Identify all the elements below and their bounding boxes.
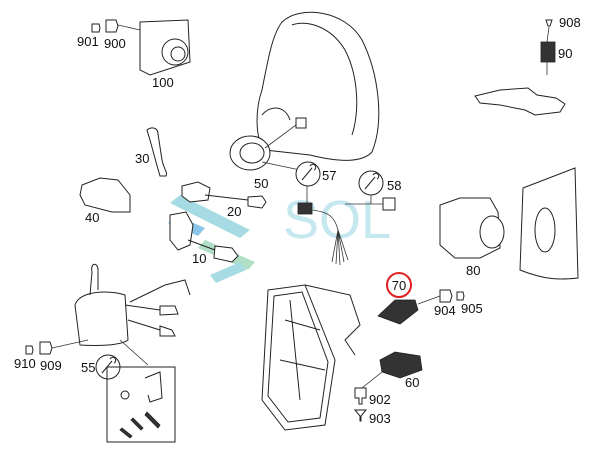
label-70: 70: [391, 277, 407, 293]
part-90-switch[interactable]: [540, 19, 556, 75]
bracket: [474, 87, 566, 116]
label-40: 40: [85, 210, 100, 225]
part-40-switch-module[interactable]: [79, 177, 131, 213]
label-60: 60: [405, 375, 420, 390]
trim-panel: [519, 167, 579, 280]
connector-902: [354, 387, 367, 405]
label-909: 909: [40, 358, 62, 373]
label-50: 50: [254, 176, 269, 191]
part-60-switch[interactable]: [353, 351, 423, 422]
connector-900: [105, 19, 119, 33]
watermark-stripe-4: [210, 262, 246, 283]
label-908: 908: [559, 15, 581, 30]
wrench-icon: [295, 161, 321, 187]
connector-909: [39, 341, 53, 355]
label-900: 900: [104, 36, 126, 51]
label-57: 57: [322, 168, 337, 183]
label-30: 30: [135, 151, 150, 166]
plug-905: [456, 291, 465, 301]
label-910: 910: [14, 356, 36, 371]
part-80-light-switch[interactable]: [439, 197, 505, 259]
plug-901: [91, 23, 101, 33]
part-100-ignition-switch[interactable]: [91, 19, 191, 76]
service-kit-57[interactable]: [295, 161, 349, 266]
combination-switch-housing[interactable]: [25, 263, 191, 366]
label-903: 903: [369, 411, 391, 426]
part-10-switch[interactable]: [169, 211, 239, 263]
label-902: 902: [369, 392, 391, 407]
connector-904: [439, 289, 453, 303]
highlight-circle: 70: [386, 272, 412, 298]
label-58: 58: [387, 178, 402, 193]
wrench-icon: [358, 170, 384, 196]
label-80: 80: [466, 263, 481, 278]
part-30-stalk[interactable]: [146, 127, 167, 177]
label-20: 20: [227, 204, 242, 219]
plug-903: [353, 409, 368, 422]
part-50-clockspring[interactable]: [229, 117, 307, 171]
label-90: 90: [558, 46, 573, 61]
part-70-brake-switch[interactable]: [377, 289, 465, 325]
label-901: 901: [77, 34, 99, 49]
plug-910: [25, 345, 34, 355]
kit-box: [106, 366, 176, 443]
label-10: 10: [192, 251, 207, 266]
part-20-combination-switch[interactable]: [181, 181, 267, 209]
label-904: 904: [434, 303, 456, 318]
service-kit-58[interactable]: [345, 170, 396, 211]
dashboard-frame: [261, 284, 361, 431]
label-905: 905: [461, 301, 483, 316]
service-kit-55[interactable]: [95, 354, 176, 443]
watermark-stripe-1: [170, 195, 250, 238]
steering-wheel[interactable]: [256, 11, 380, 161]
label-100: 100: [152, 75, 174, 90]
label-55: 55: [81, 360, 96, 375]
